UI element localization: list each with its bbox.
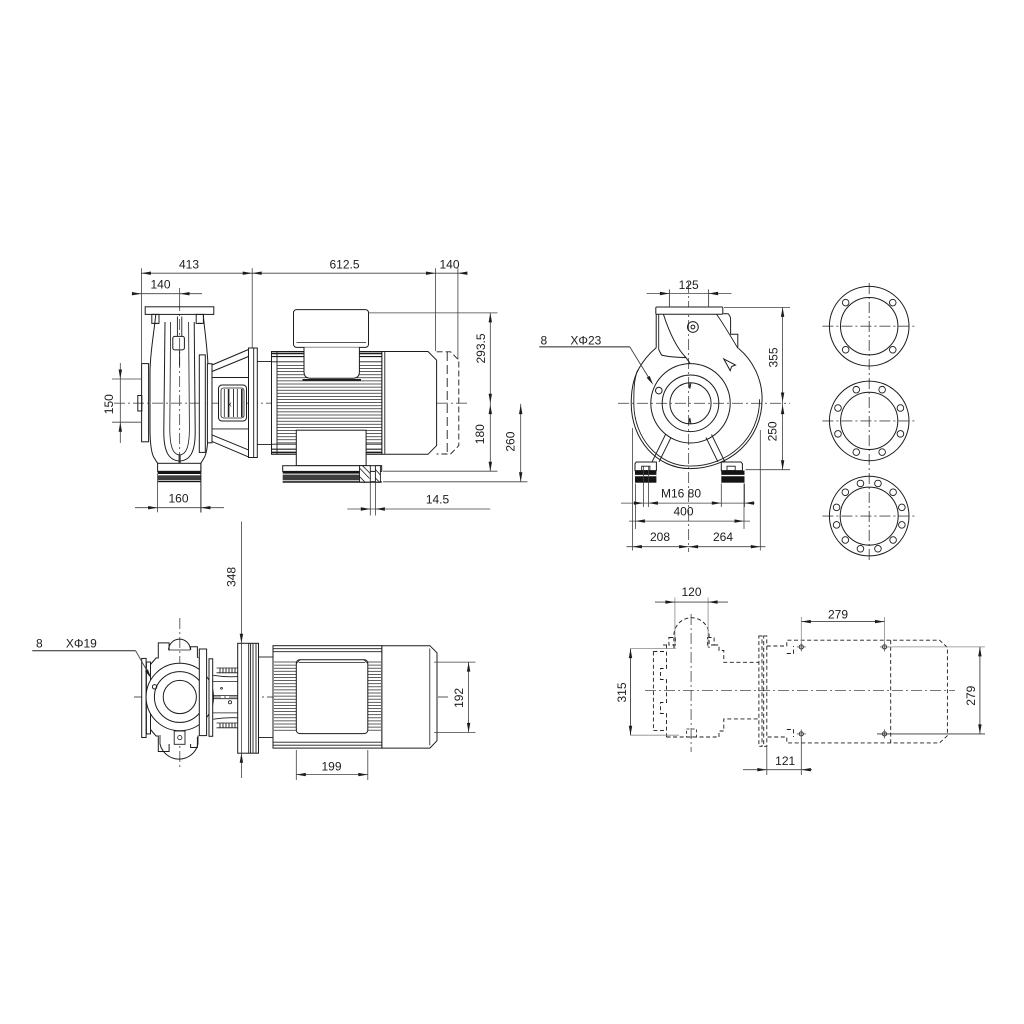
svg-text:413: 413 — [179, 258, 199, 272]
svg-text:125: 125 — [679, 278, 699, 292]
svg-text:293.5: 293.5 — [474, 333, 488, 363]
svg-text:180: 180 — [473, 424, 487, 444]
svg-text:121: 121 — [775, 754, 795, 768]
svg-text:260: 260 — [504, 431, 518, 451]
svg-text:279: 279 — [828, 608, 848, 622]
svg-text:XΦ19: XΦ19 — [66, 636, 97, 650]
svg-text:140: 140 — [150, 278, 170, 292]
svg-text:250: 250 — [765, 421, 779, 441]
svg-text:400: 400 — [673, 505, 693, 519]
svg-text:M16 80: M16 80 — [661, 487, 701, 501]
svg-text:355: 355 — [766, 347, 780, 367]
svg-text:14.5: 14.5 — [426, 493, 450, 507]
svg-text:x: x — [228, 402, 232, 409]
svg-text:279: 279 — [964, 685, 978, 705]
svg-text:8: 8 — [540, 334, 547, 348]
svg-text:140: 140 — [439, 258, 459, 272]
svg-text:208: 208 — [650, 530, 670, 544]
svg-text:348: 348 — [225, 567, 239, 587]
svg-text:150: 150 — [102, 394, 116, 414]
svg-text:XΦ23: XΦ23 — [570, 334, 601, 348]
svg-text:315: 315 — [615, 682, 629, 702]
svg-text:8: 8 — [36, 636, 43, 650]
svg-text:192: 192 — [452, 688, 466, 708]
svg-text:199: 199 — [321, 760, 341, 774]
svg-text:264: 264 — [713, 530, 733, 544]
svg-text:160: 160 — [168, 492, 188, 506]
svg-text:612.5: 612.5 — [329, 258, 359, 272]
svg-text:120: 120 — [681, 585, 701, 599]
